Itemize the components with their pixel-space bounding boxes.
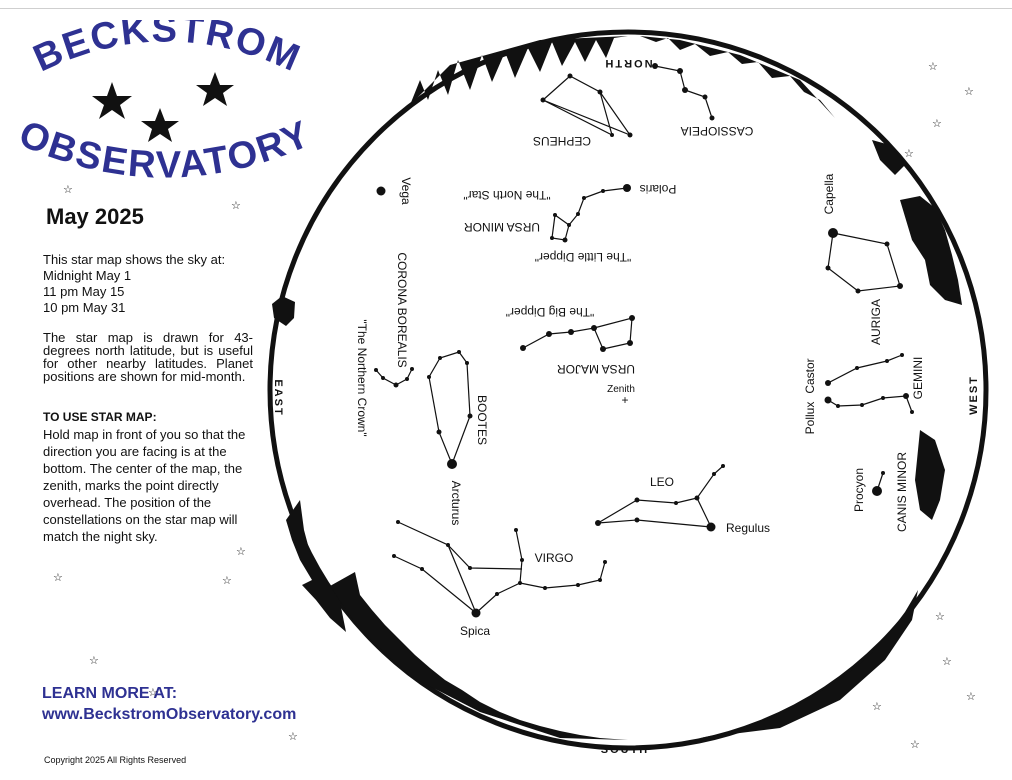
capella-star — [828, 228, 838, 238]
vega-star — [376, 186, 386, 196]
intro-line: 10 pm May 31 — [43, 300, 126, 315]
zenith-label: Zenith — [607, 384, 635, 395]
capella-label: Capella — [822, 173, 836, 214]
top-rule — [0, 8, 1012, 9]
ursa-major-label: URSA MAJOR — [557, 362, 635, 376]
small-star-icon: ☆ — [53, 572, 63, 584]
small-star-icon: ☆ — [966, 691, 976, 703]
spica-label: Spica — [460, 624, 490, 638]
procyon-label: Procyon — [852, 468, 866, 512]
castor-star — [825, 380, 831, 386]
pollux-label: Pollux — [803, 402, 817, 435]
logo-star-icon — [196, 72, 234, 106]
small-star-icon: ☆ — [935, 611, 945, 623]
leo-label: LEO — [650, 475, 674, 489]
polaris-star — [623, 184, 631, 192]
copyright: Copyright 2025 All Rights Reserved — [44, 755, 187, 765]
south-label: SOUTH — [601, 744, 650, 756]
learn-more-heading: LEARN MORE AT: — [42, 685, 178, 702]
small-star-icon: ☆ — [288, 731, 298, 743]
page-title: May 2025 — [46, 204, 144, 229]
logo-star-icon — [141, 108, 179, 142]
cassiopeia-label: CASSIOPEIA — [681, 124, 754, 138]
polaris-label: Polaris — [640, 182, 677, 196]
small-star-icon: ☆ — [236, 546, 246, 558]
arcturus-label: Arcturus — [449, 481, 463, 526]
regulus-star — [706, 522, 716, 532]
small-star-icon: ☆ — [964, 86, 974, 98]
small-star-icon: ☆ — [231, 200, 241, 212]
intro-line: This star map shows the sky at: — [43, 252, 226, 267]
corona-borealis-label: CORONA BOREALIS — [395, 252, 409, 367]
small-star-icon: ☆ — [928, 61, 938, 73]
north-star-label: "The North Star" — [463, 188, 550, 202]
small-star-icon: ☆ — [222, 575, 232, 587]
logo-star-icons — [92, 72, 234, 142]
horizon-tree-silhouettes — [272, 36, 962, 740]
sky-circle — [267, 29, 989, 751]
arcturus-star — [447, 459, 457, 469]
zenith-plus-icon: + — [621, 393, 628, 407]
small-star-icon: ☆ — [904, 148, 914, 160]
constellation-lines — [375, 65, 913, 614]
small-star-icon: ☆ — [932, 118, 942, 130]
observatory-logo: BECKSTROM OBSERVATORY — [13, 20, 315, 187]
constellation-stars — [374, 63, 914, 618]
pollux-star — [824, 396, 832, 404]
west-label: WEST — [968, 375, 980, 415]
ursa-minor-label: URSA MINOR — [464, 220, 540, 234]
intro-line: Midnight May 1 — [43, 268, 132, 283]
gemini-label: GEMINI — [911, 357, 925, 400]
small-star-icon: ☆ — [942, 656, 952, 668]
north-label: NORTH — [603, 57, 652, 69]
latitude-note: The star map is drawn for 43-degrees nor… — [43, 330, 253, 384]
east-tree — [272, 296, 295, 326]
big-dipper-label: "The Big Dipper" — [506, 305, 595, 319]
constellation-labels: CEPHEUS CASSIOPEIA Polaris "The North St… — [355, 124, 925, 638]
small-star-icon: ☆ — [872, 701, 882, 713]
castor-label: Castor — [803, 358, 817, 393]
regulus-label: Regulus — [726, 521, 770, 535]
small-star-icon: ☆ — [89, 655, 99, 667]
little-dipper-label: "The Little Dipper" — [535, 250, 632, 264]
small-star-icon: ☆ — [148, 687, 158, 699]
intro-line: 11 pm May 15 — [43, 284, 125, 299]
east-label: EAST — [272, 379, 284, 416]
howto-text: Hold map in front of you so that the dir… — [43, 427, 246, 544]
procyon-star — [872, 486, 882, 496]
small-star-icon: ☆ — [63, 184, 73, 196]
intro-text: This star map shows the sky at: Midnight… — [43, 252, 253, 316]
vega-label: Vega — [399, 177, 413, 205]
bootes-label: BOOTES — [475, 395, 489, 445]
learn-more: LEARN MORE AT: www.BeckstromObservatory.… — [42, 683, 296, 725]
small-star-icon: ☆ — [910, 739, 920, 751]
background-star-icons: ☆ ☆ ☆ ☆ ☆ ☆ ☆ ☆ ☆ ☆ ☆ ☆ ☆ ☆ ☆ ☆ ☆ — [53, 61, 976, 751]
cepheus-label: CEPHEUS — [533, 134, 591, 148]
virgo-label: VIRGO — [535, 551, 574, 565]
auriga-label: AURIGA — [869, 299, 883, 345]
spica-star — [471, 608, 481, 618]
howto-heading: TO USE STAR MAP: — [43, 410, 157, 424]
learn-more-url[interactable]: www.BeckstromObservatory.com — [42, 706, 297, 723]
canis-minor-label: CANIS MINOR — [895, 452, 909, 532]
logo-star-icon — [92, 82, 132, 119]
northern-crown-label: "The Northern Crown" — [355, 319, 369, 436]
